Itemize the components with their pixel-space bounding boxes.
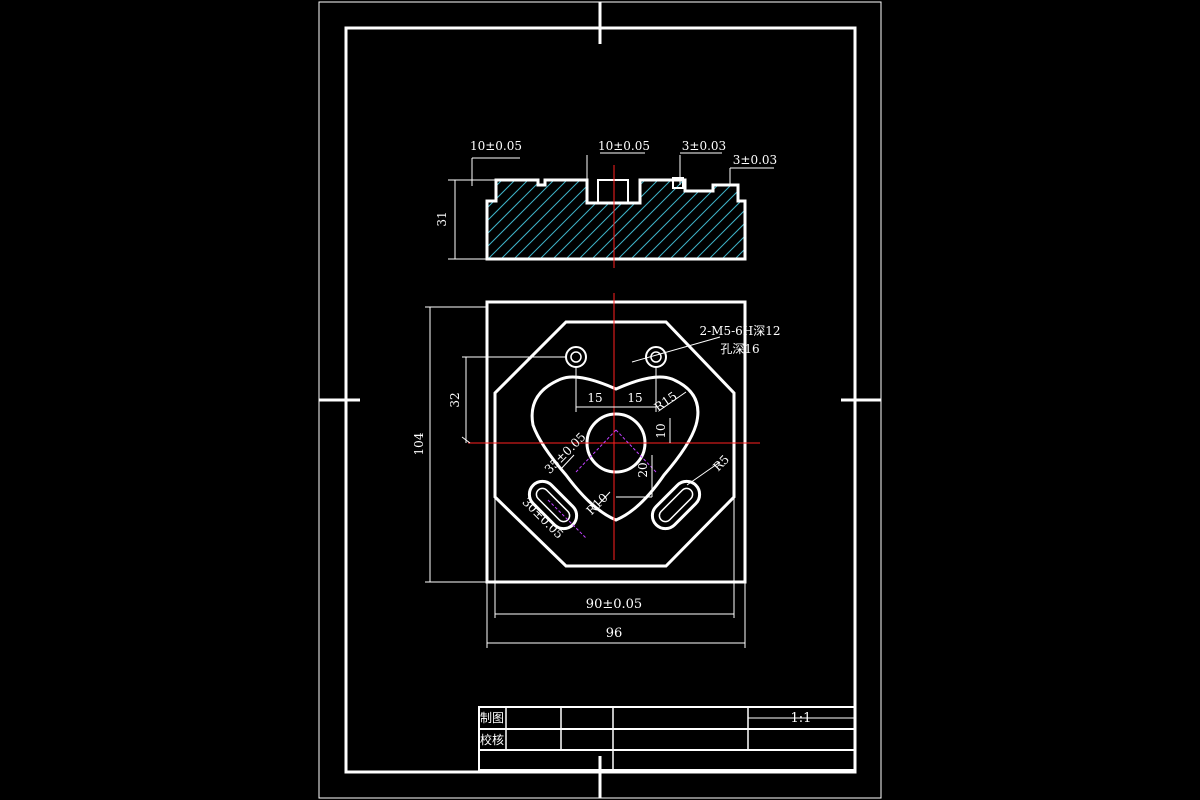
hatch-line [744, 180, 745, 259]
dim-height-31: 31 [435, 211, 449, 226]
hatch-line [653, 180, 745, 259]
hatch-line [692, 180, 745, 259]
threaded-hole-left [565, 346, 587, 368]
title-block: 制图 校核 1:1 [478, 706, 856, 771]
hatch-line [487, 180, 524, 259]
plan-pocket [530, 375, 700, 522]
dim-15-left: 15 [587, 391, 602, 405]
dim-32: 32 [448, 392, 462, 407]
dim-90: 90±0.05 [586, 597, 642, 612]
hatch-line [797, 172, 887, 262]
dim-15-right: 15 [627, 391, 642, 405]
centering-marks [319, 2, 881, 798]
threaded-hole-left-inner [570, 351, 582, 363]
hatch-line [601, 180, 693, 259]
hatch-line [549, 180, 641, 259]
plan-view: 104 32 15 15 R15 10 20 R5 R10 35±0.05 30… [412, 293, 781, 648]
title-label-drawn: 制图 [480, 711, 504, 725]
hatch-line [771, 172, 861, 262]
section-outline [485, 178, 747, 261]
threaded-hole-right-inner [650, 351, 662, 363]
dim-3-mid: 3±0.03 [682, 139, 726, 153]
title-scale: 1:1 [791, 711, 812, 726]
dim-10-left: 10±0.05 [470, 139, 522, 153]
callout-depth: 孔深16 [720, 342, 759, 356]
dim-10: 10 [654, 423, 668, 438]
hatch-line [640, 180, 732, 259]
hatch-line [758, 172, 848, 262]
hatch-line [588, 180, 680, 259]
dim-20: 20 [636, 462, 650, 477]
title-label-checked: 校核 [480, 732, 504, 747]
section-hatching [487, 172, 887, 262]
hatch-line [497, 180, 589, 259]
hatch-line [487, 180, 537, 259]
hatch-line [575, 180, 667, 259]
hatch-line [487, 180, 576, 259]
section-view: 10±0.05 10±0.05 3±0.03 3±0.03 31 [435, 139, 887, 268]
hatch-line [718, 180, 745, 259]
construction-lines [547, 429, 657, 539]
dim-3-right: 3±0.03 [733, 153, 777, 167]
hatch-line [705, 180, 745, 259]
callout-thread: 2-M5-6H深12 [699, 324, 780, 338]
section-slot [672, 177, 684, 189]
slot-right [650, 479, 702, 531]
plan-outer-square [485, 300, 747, 584]
hatch-line [679, 180, 745, 259]
hatch-line [784, 172, 874, 262]
hatch-line [487, 180, 550, 259]
section-hole [597, 179, 629, 204]
hatch-line [487, 180, 563, 259]
dim-r5: R5 [710, 452, 732, 474]
dim-96: 96 [606, 626, 623, 641]
dim-10-mid: 10±0.05 [598, 139, 650, 153]
dim-104: 104 [412, 432, 426, 455]
